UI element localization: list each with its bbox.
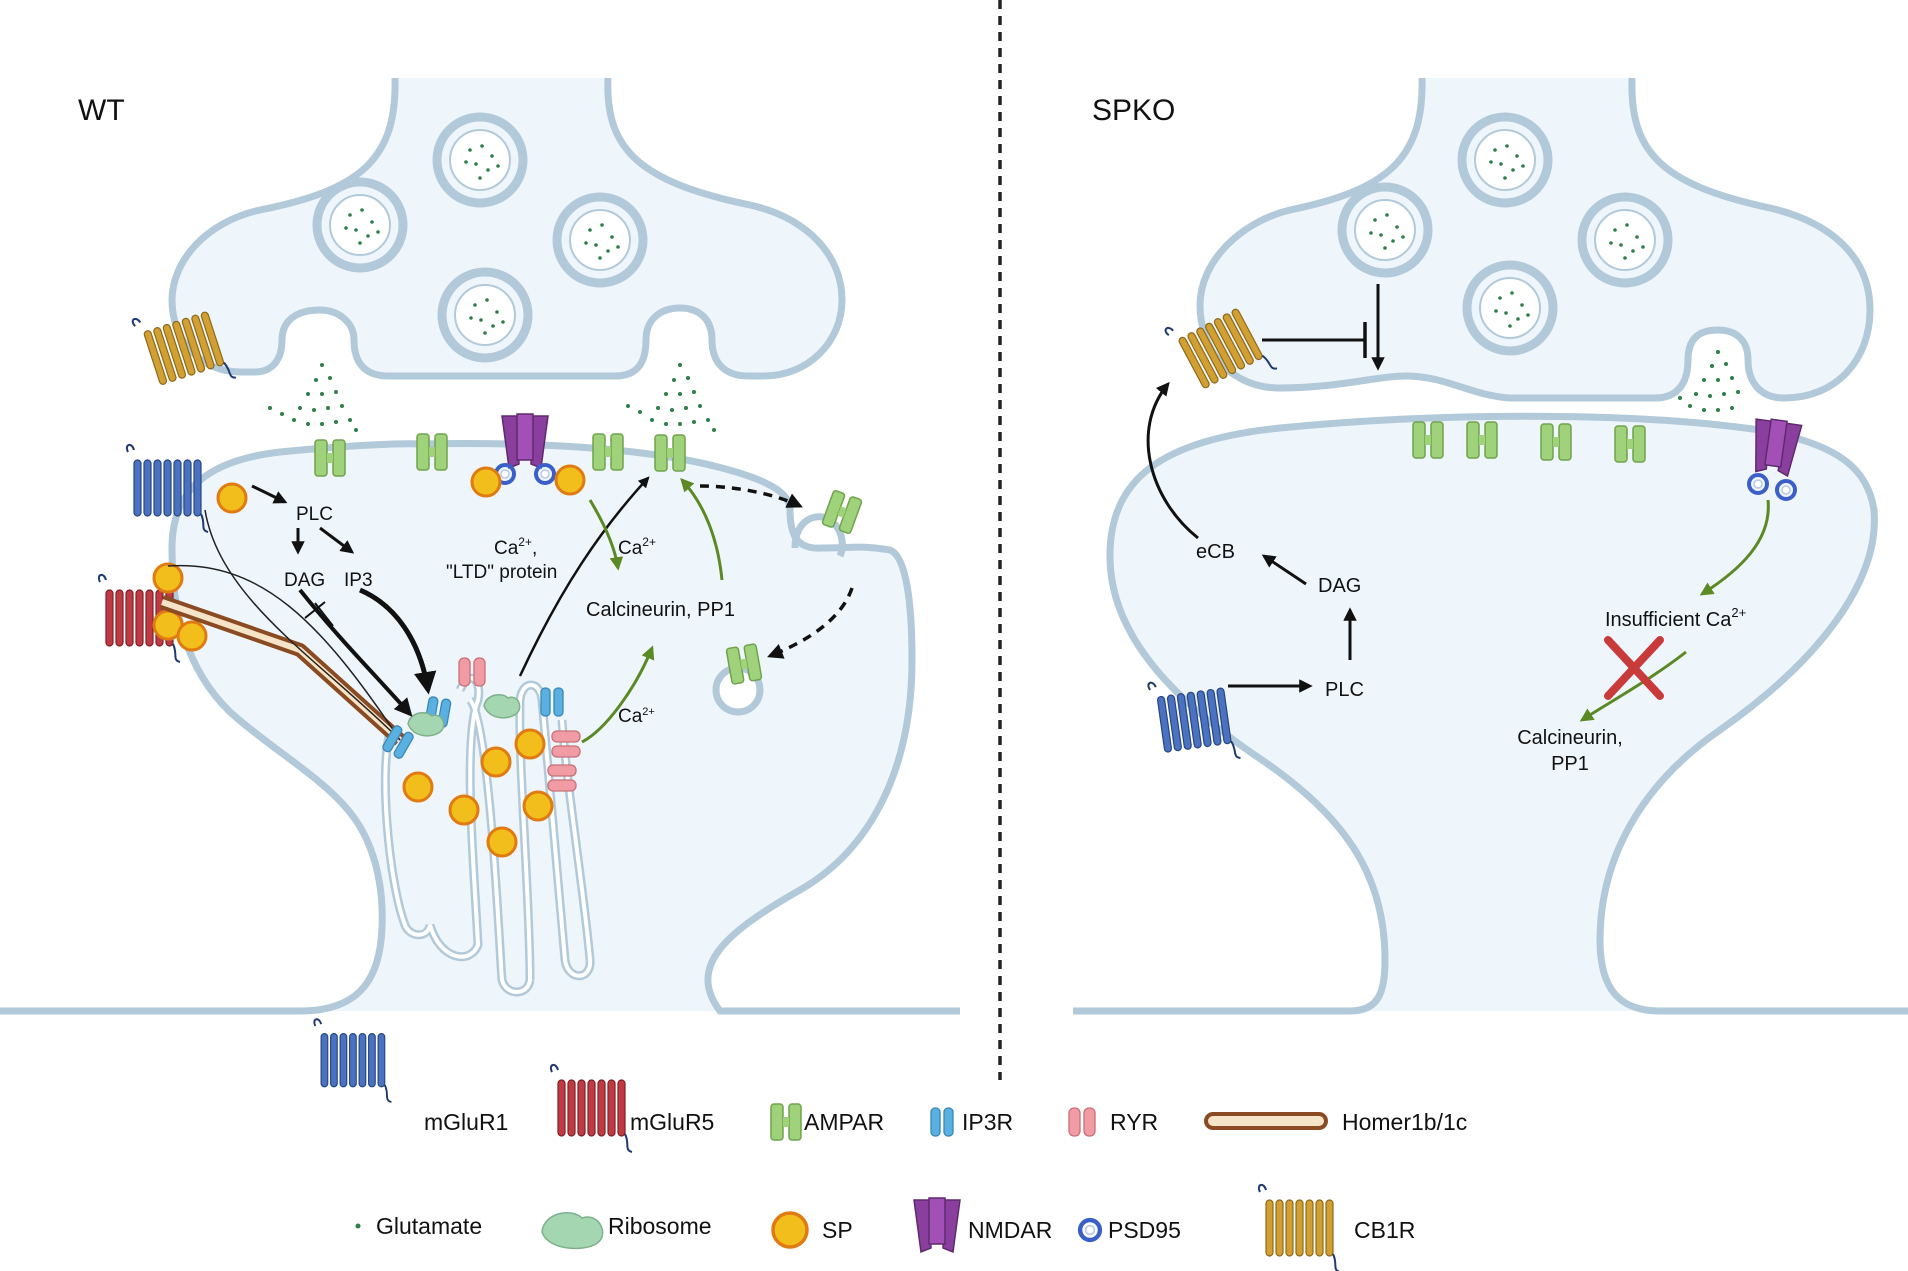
- legend-glutamate-icon: [355, 1223, 361, 1229]
- legend-ryr-label: RYR: [1110, 1109, 1158, 1135]
- spko-panel: SPKO eCB DAG PLC Insufficient Ca2+ Calci…: [1073, 77, 1908, 1015]
- wt-ampar-endocytic: [820, 489, 864, 535]
- wt-nmdar: [501, 413, 549, 469]
- legend-psd95-icon: [1080, 1220, 1100, 1240]
- wt-ca-ltd-label: Ca2+,: [494, 535, 537, 559]
- legend-ribosome-label: Ribosome: [608, 1213, 712, 1239]
- legend-cb1r-icon: [1257, 1183, 1341, 1271]
- wt-calcineurin-label: Calcineurin, PP1: [586, 599, 735, 621]
- wt-vesicle: [442, 272, 528, 358]
- legend-sp-label: SP: [822, 1217, 853, 1243]
- legend-nmdar-label: NMDAR: [968, 1217, 1052, 1243]
- wt-presynaptic-terminal: [168, 77, 846, 380]
- legend-sp-icon: [771, 1211, 809, 1249]
- wt-sp: [176, 620, 208, 652]
- wt-sp: [216, 482, 248, 514]
- spko-calcineurin-label: Calcineurin,: [1517, 727, 1623, 749]
- wt-ca-apparatus-label: Ca2+: [618, 706, 655, 727]
- spko-vesicle: [1582, 197, 1668, 283]
- spko-presynaptic-terminal: [1196, 77, 1874, 402]
- spko-plc-label: PLC: [1325, 679, 1364, 701]
- wt-sp: [448, 794, 480, 826]
- spko-dag-label: DAG: [1318, 575, 1361, 597]
- wt-sp: [486, 826, 518, 858]
- legend-psd95-label: PSD95: [1108, 1217, 1181, 1243]
- legend-homer-icon: [1204, 1112, 1328, 1130]
- legend-ip3r-label: IP3R: [962, 1109, 1013, 1135]
- legend-mglur1-icon: [313, 1018, 393, 1103]
- wt-sp: [480, 746, 512, 778]
- wt-vesicle-glutamate: [344, 144, 620, 335]
- wt-ltd-protein-label: "LTD" protein: [446, 562, 557, 583]
- legend-mglur5-label: mGluR5: [630, 1109, 714, 1135]
- wt-sp: [522, 790, 554, 822]
- spko-arrows: [1146, 284, 1770, 722]
- legend-nmdar-icon: [913, 1197, 961, 1253]
- wt-ca-label: Ca2+: [618, 535, 656, 559]
- wt-arrows: [251, 476, 854, 744]
- wt-vesicle: [557, 197, 643, 283]
- wt-sp: [402, 771, 434, 803]
- legend-ip3r-icon: [930, 1107, 954, 1137]
- legend-ampar-label: AMPAR: [804, 1109, 884, 1135]
- spko-ecb-label: eCB: [1196, 541, 1235, 563]
- legend-cb1r-label: CB1R: [1354, 1217, 1415, 1243]
- spko-vesicle: [1467, 265, 1553, 351]
- legend-homer-label: Homer1b/1c: [1342, 1109, 1467, 1135]
- wt-sp: [152, 562, 184, 594]
- spko-vesicle: [1462, 117, 1548, 203]
- legend-ribosome-icon: [541, 1212, 604, 1250]
- wt-sp: [554, 464, 586, 496]
- legend: mGluR1 mGluR5 AMPAR IP3R RYR Homer1b/1c …: [313, 1018, 1467, 1271]
- wt-sp: [514, 728, 546, 760]
- legend-ryr-icon: [1068, 1107, 1096, 1137]
- spko-title: SPKO: [1092, 94, 1175, 127]
- spko-insufficient-label: Insufficient Ca2+: [1605, 605, 1746, 631]
- wt-sp: [470, 466, 502, 498]
- wt-vesicle: [317, 182, 403, 268]
- wt-plc-label: PLC: [296, 504, 333, 525]
- spko-postsynaptic-spine: [1073, 412, 1908, 1015]
- spko-pp1-label: PP1: [1551, 753, 1589, 775]
- wt-ip3-label: IP3: [344, 570, 373, 591]
- wt-dag-label: DAG: [284, 570, 325, 591]
- spko-vesicle-glutamate: [1369, 144, 1645, 328]
- legend-mglur5-icon: [549, 1063, 633, 1153]
- spko-block-cross: [1604, 636, 1664, 700]
- wt-panel: WT PLC DAG IP3 Ca2+, "LTD" protein Ca2+ …: [0, 77, 960, 1015]
- wt-ribosome: [407, 711, 445, 737]
- legend-ampar-icon: [770, 1103, 802, 1141]
- spko-vesicle: [1342, 187, 1428, 273]
- spko-glutamate-cloud: [1678, 350, 1740, 412]
- wt-vesicle: [437, 117, 523, 203]
- wt-ampar-internalized: [725, 642, 763, 686]
- wt-glutamate-cloud: [268, 363, 716, 432]
- legend-mglur1-label: mGluR1: [424, 1109, 508, 1135]
- wt-ribosome: [483, 693, 521, 719]
- wt-title: WT: [78, 94, 125, 127]
- legend-glutamate-label: Glutamate: [376, 1213, 482, 1239]
